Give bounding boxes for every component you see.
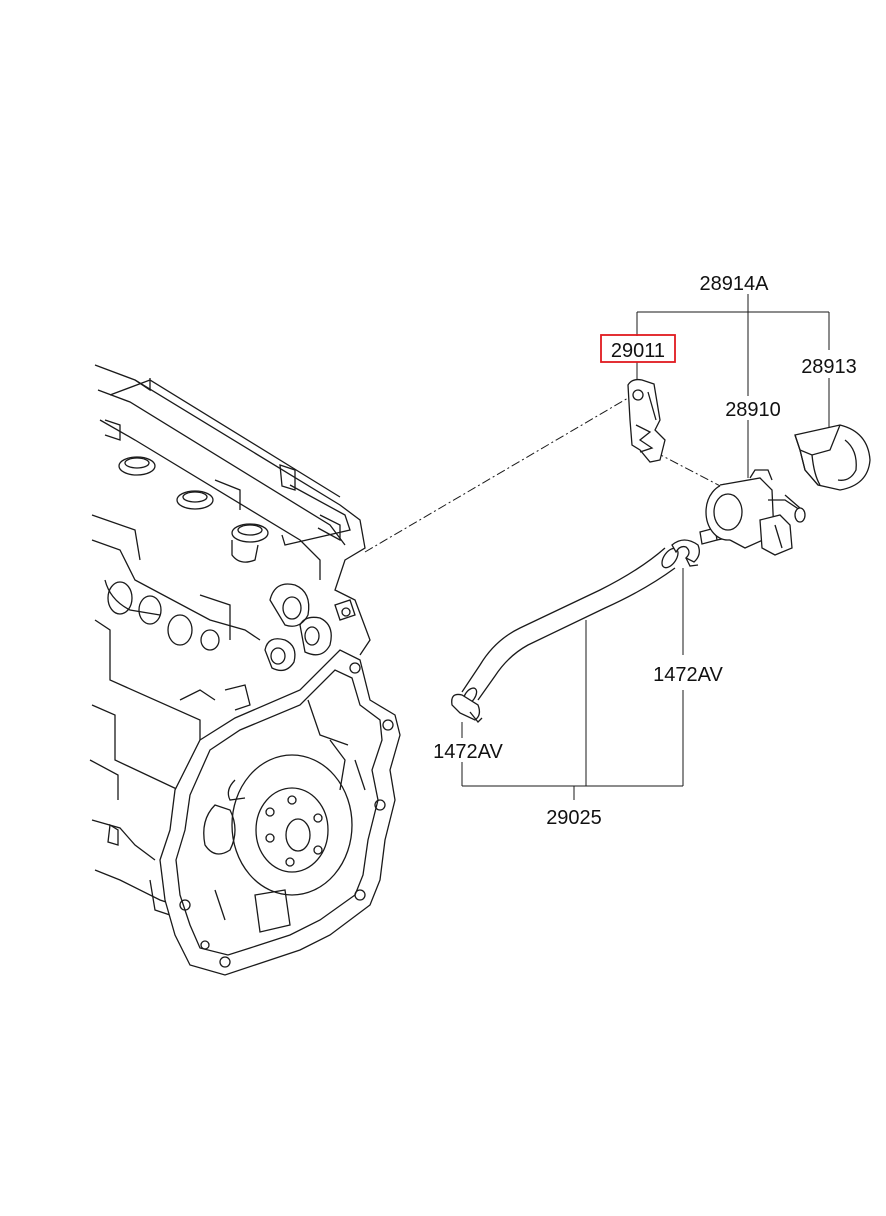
label-1472av-right[interactable]: 1472AV: [653, 664, 723, 686]
label-29025[interactable]: 29025: [546, 807, 602, 829]
hose-part: [461, 547, 679, 705]
callout-lines: [461, 294, 830, 800]
clamp-right-part: [671, 539, 700, 567]
clamp-left-part: [451, 693, 483, 723]
bracket-part: [627, 378, 666, 463]
label-28910[interactable]: 28910: [725, 399, 781, 421]
engine-block: [89, 364, 401, 976]
cover-part: [794, 424, 871, 491]
highlight-box: [600, 334, 676, 363]
label-28913[interactable]: 28913: [801, 356, 857, 378]
label-1472av-left[interactable]: 1472AV: [433, 741, 503, 763]
purge-valve-part: [699, 469, 806, 556]
mounting-leader: [364, 397, 629, 553]
label-29011[interactable]: 29011: [611, 340, 665, 362]
valve-leader: [654, 451, 729, 491]
label-28914a[interactable]: 28914A: [700, 273, 770, 295]
